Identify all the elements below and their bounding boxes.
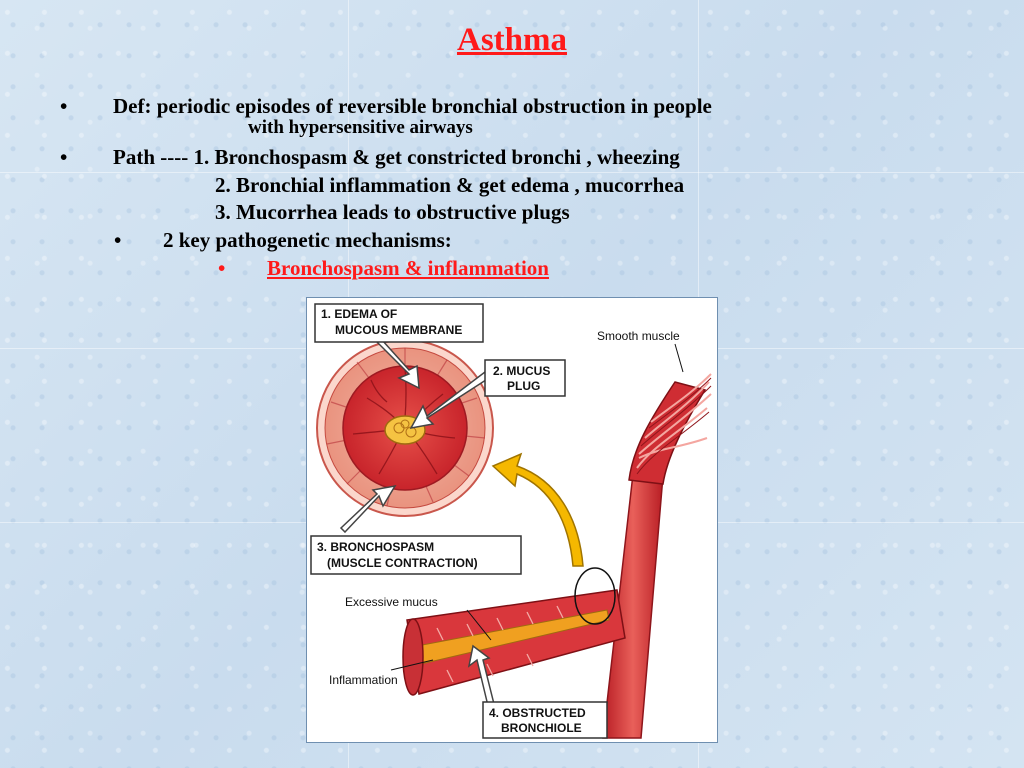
bullet-marker: • — [60, 145, 68, 169]
label-mucus-line-1: 2. MUCUS — [493, 364, 550, 378]
label-obstructed-line-1: 4. OBSTRUCTED — [489, 706, 586, 720]
bronchus — [402, 373, 712, 739]
label-box-bronchospasm — [310, 535, 522, 575]
pathology-line-1: Path ---- 1. Bronchospasm & get constric… — [113, 145, 680, 169]
arrow-obstructed — [467, 644, 496, 711]
label-bronchospasm-line-1: 3. BRONCHOSPASM — [317, 540, 434, 554]
arrow-bronchospasm — [339, 484, 397, 534]
zoom-arrow — [491, 452, 584, 567]
bullet-marker: • — [114, 228, 122, 252]
label-bronchospasm-line-2: (MUSCLE CONTRACTION) — [327, 556, 478, 570]
airway-cross-section — [316, 339, 494, 517]
label-box-mucus — [484, 359, 566, 397]
label-excessive-mucus: Excessive mucus — [345, 595, 438, 609]
arrow-mucus — [409, 370, 491, 430]
asthma-diagram: 1. EDEMA OF MUCOUS MEMBRANE 2. MUCUS PLU… — [306, 297, 718, 743]
pathology-line-3: 3. Mucorrhea leads to obstructive plugs — [215, 200, 570, 224]
pathology-line-2: 2. Bronchial inflammation & get edema , … — [215, 173, 685, 197]
label-inflammation: Inflammation — [329, 673, 398, 687]
bullet-marker-red: • — [218, 256, 226, 280]
bullet-marker: • — [60, 94, 68, 118]
mechanisms-highlight: Bronchospasm & inflammation — [267, 256, 549, 280]
pointer-smooth-muscle — [674, 343, 684, 373]
label-edema-line-1: 1. EDEMA OF — [321, 307, 397, 321]
pointer-excessive-mucus — [466, 609, 492, 641]
label-obstructed-line-2: BRONCHIOLE — [501, 721, 582, 735]
mechanisms-line: 2 key pathogenetic mechanisms: — [163, 228, 452, 252]
label-box-edema — [314, 303, 484, 343]
label-smooth-muscle: Smooth muscle — [597, 329, 680, 343]
label-edema-line-2: MUCOUS MEMBRANE — [335, 323, 462, 337]
definition-line-2: with hypersensitive airways — [248, 117, 473, 138]
pointer-inflammation — [390, 659, 434, 671]
definition-line-1: Def: periodic episodes of reversible bro… — [113, 94, 712, 118]
label-mucus-line-2: PLUG — [507, 379, 540, 393]
background-seam — [0, 172, 1024, 173]
slide-title: Asthma — [456, 22, 567, 58]
label-box-obstructed — [482, 701, 608, 739]
asthma-illustration: 1. EDEMA OF MUCOUS MEMBRANE 2. MUCUS PLU… — [310, 303, 712, 739]
